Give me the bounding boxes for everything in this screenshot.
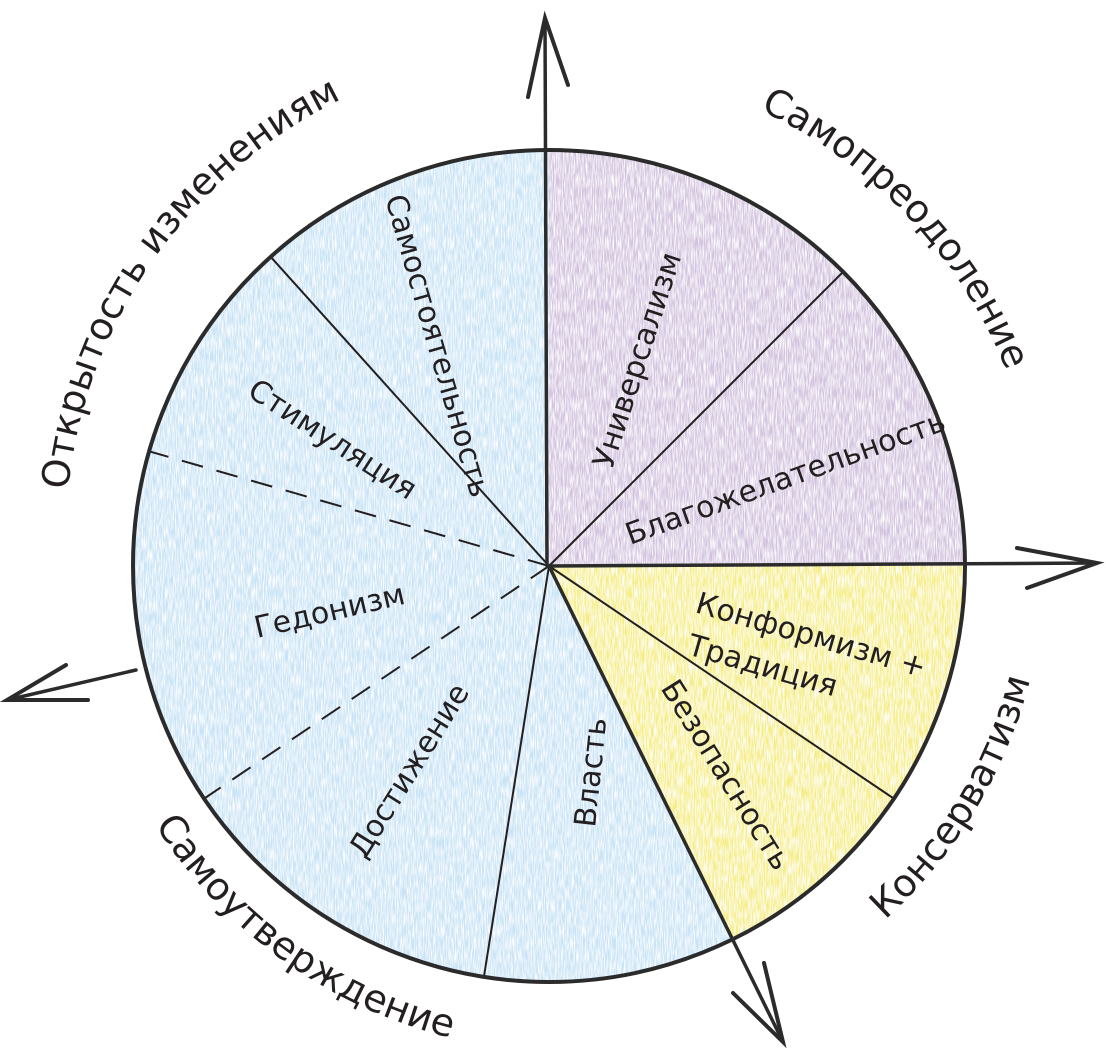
left-arrow-icon [0, 663, 138, 702]
divider-self-direction-stimulation [269, 256, 550, 567]
right-arrow-icon [547, 546, 1105, 590]
axes-layer [0, 10, 1105, 1049]
conservation-region-fill [549, 566, 965, 940]
divider-layer [148, 256, 895, 978]
divider-universalism-benevolence [548, 271, 844, 567]
divider-achievement-power [482, 565, 550, 978]
divider-security-conformity [548, 565, 895, 800]
up-arrow-icon [526, 10, 570, 568]
openness-region-fill [133, 150, 732, 982]
down-right-arrow-icon [547, 564, 787, 1049]
circle-outline [130, 148, 968, 984]
